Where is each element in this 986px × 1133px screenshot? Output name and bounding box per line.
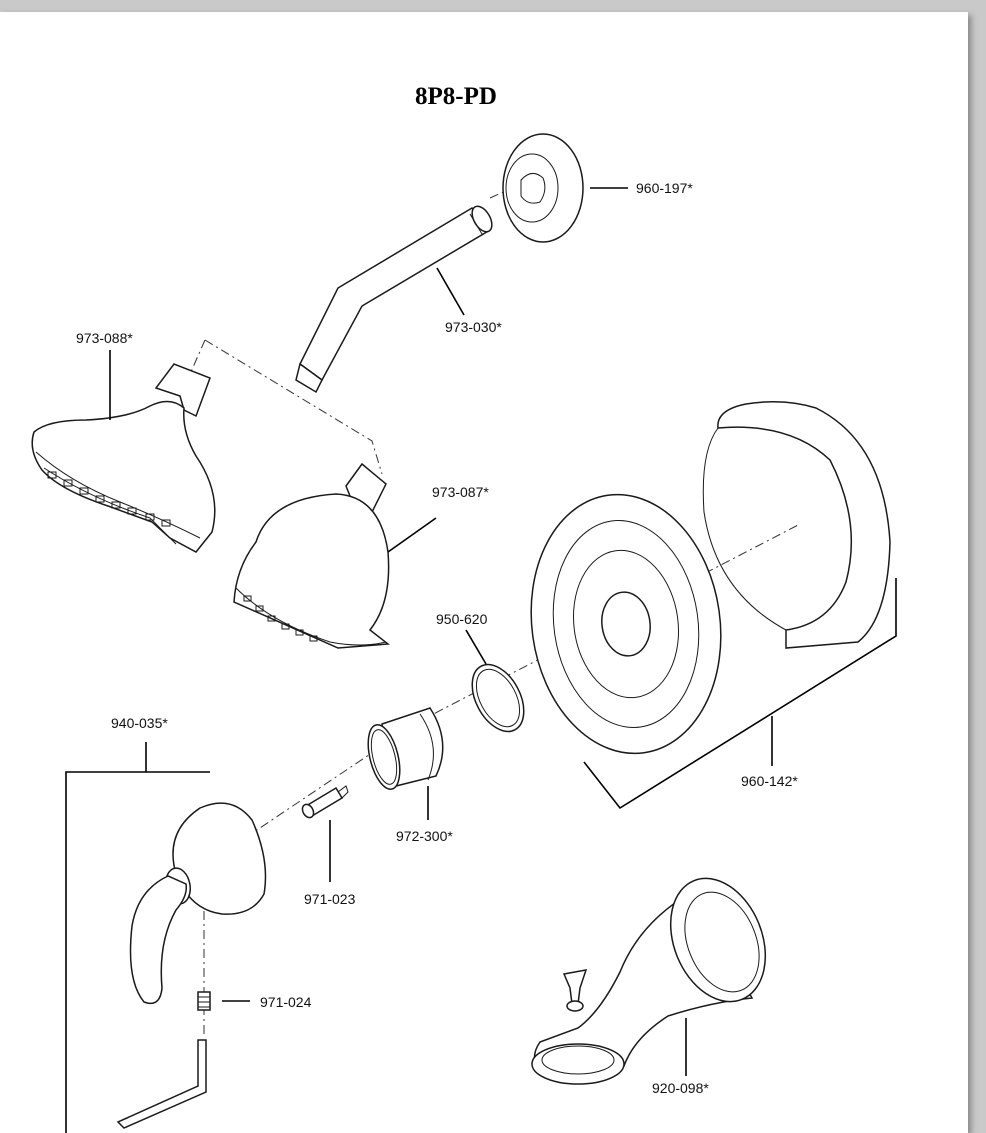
set-screw-971-024[interactable] <box>197 991 211 1011</box>
tub-spout-920-098[interactable] <box>531 864 783 1085</box>
shower-arm-973-030[interactable] <box>295 203 496 394</box>
showerhead-973-087[interactable] <box>233 462 390 649</box>
flange-960-197[interactable] <box>502 133 584 243</box>
label-940-035: 940-035* <box>111 715 168 731</box>
leader-973-087 <box>387 517 437 553</box>
bracket-960-142 <box>583 578 897 810</box>
label-971-024: 971-024 <box>260 994 312 1010</box>
escutcheon-plate[interactable] <box>515 482 737 766</box>
bracket-940-035 <box>65 771 210 1133</box>
label-920-098: 920-098* <box>652 1080 709 1096</box>
diagram-sheet: 8P8-PD 960-197* 973-030* <box>0 12 968 1133</box>
hex-key[interactable] <box>116 1039 207 1129</box>
adapter-971-023[interactable] <box>300 785 349 820</box>
sleeve-972-300[interactable] <box>362 707 444 792</box>
o-ring-950-620[interactable] <box>462 656 535 740</box>
diagram-title: 8P8-PD <box>415 83 497 110</box>
leader-950-620 <box>465 629 487 665</box>
label-971-023: 971-023 <box>304 891 356 907</box>
handle-940-035[interactable] <box>129 802 267 1005</box>
label-973-088: 973-088* <box>76 330 133 346</box>
label-960-142: 960-142* <box>741 773 798 789</box>
showerhead-973-088[interactable] <box>31 363 216 553</box>
label-972-300: 972-300* <box>396 828 453 844</box>
label-950-620: 950-620 <box>436 611 488 627</box>
exploded-parts-diagram: 8P8-PD 960-197* 973-030* <box>31 83 897 1133</box>
label-960-197: 960-197* <box>636 180 693 196</box>
leader-973-030 <box>436 267 465 316</box>
label-973-087: 973-087* <box>432 484 489 500</box>
label-973-030: 973-030* <box>445 319 502 335</box>
escutcheon-gasket[interactable] <box>702 401 891 649</box>
